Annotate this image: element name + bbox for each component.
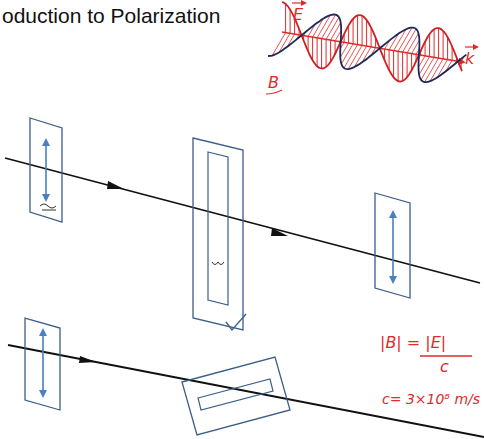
b-field-label: B: [268, 74, 279, 92]
speed-of-light: c= 3×10⁸ m/s: [382, 392, 480, 407]
e-field-vector: [285, 4, 286, 33]
polarizer: [30, 118, 62, 222]
e-field-vector: [447, 37, 448, 59]
check-mark: [226, 314, 246, 330]
vector-sign: [465, 46, 476, 47]
slit-polarizer: [182, 357, 290, 435]
polarization-arrow: [42, 332, 44, 394]
slit-polarizer: [193, 138, 243, 330]
e-field-vector: [362, 16, 363, 46]
e-field-vector: [402, 52, 403, 81]
formula-numerator: |B| = |E|: [380, 334, 446, 352]
e-field-wave: [282, 2, 462, 82]
horizontal-slit: [198, 379, 273, 410]
beam-arrowhead: [271, 228, 288, 236]
b-field-vector: [407, 33, 418, 53]
e-field-vector: [434, 29, 435, 57]
fraction-bar: [420, 355, 472, 357]
b-field-vector: [331, 23, 341, 40]
polarizer: [375, 193, 410, 298]
b-field-vector: [412, 40, 420, 53]
k-vector-label: k: [465, 50, 474, 68]
em-wave: [266, 2, 476, 94]
e-field-vector: [398, 51, 399, 81]
e-field-vector: [393, 51, 394, 78]
light-beam: [8, 345, 484, 437]
polarizer: [25, 318, 60, 410]
b-field-wave: [268, 15, 466, 83]
e-field-vector: [330, 40, 331, 62]
scribble: [40, 204, 56, 210]
e-field-vector: [366, 20, 367, 46]
vertical-slit: [208, 152, 228, 305]
scribble: [212, 262, 224, 265]
e-field-vector: [321, 39, 322, 69]
formula-denominator: c: [440, 358, 449, 376]
slide-title: oduction to Polarization: [2, 4, 220, 27]
e-field-vector: [438, 28, 439, 58]
e-field-vector: [348, 25, 349, 43]
e-field-vector: [290, 9, 291, 33]
e-field-vector: [353, 19, 354, 44]
e-field-vector: [326, 39, 327, 67]
beam-arrowhead: [107, 181, 124, 189]
polarization-arrow: [45, 142, 47, 198]
propagation-axis: [282, 32, 462, 62]
b-field-vector: [340, 43, 348, 57]
e-field-label: E: [293, 6, 303, 24]
vector-sign: [292, 2, 304, 3]
beam-arrowhead: [79, 356, 96, 363]
e-field-vector: [357, 15, 358, 44]
e-field-vector: [407, 53, 408, 77]
e-field-vector: [312, 37, 313, 60]
e-field-vector: [429, 34, 430, 57]
b-field-vector: [341, 44, 353, 64]
e-field-vector: [317, 38, 318, 66]
e-field-vector: [443, 31, 444, 59]
polarization-arrow: [392, 214, 394, 280]
e-field-vector: [371, 28, 372, 47]
b-field-vector: [419, 57, 430, 75]
e-field-vector: [389, 50, 390, 70]
